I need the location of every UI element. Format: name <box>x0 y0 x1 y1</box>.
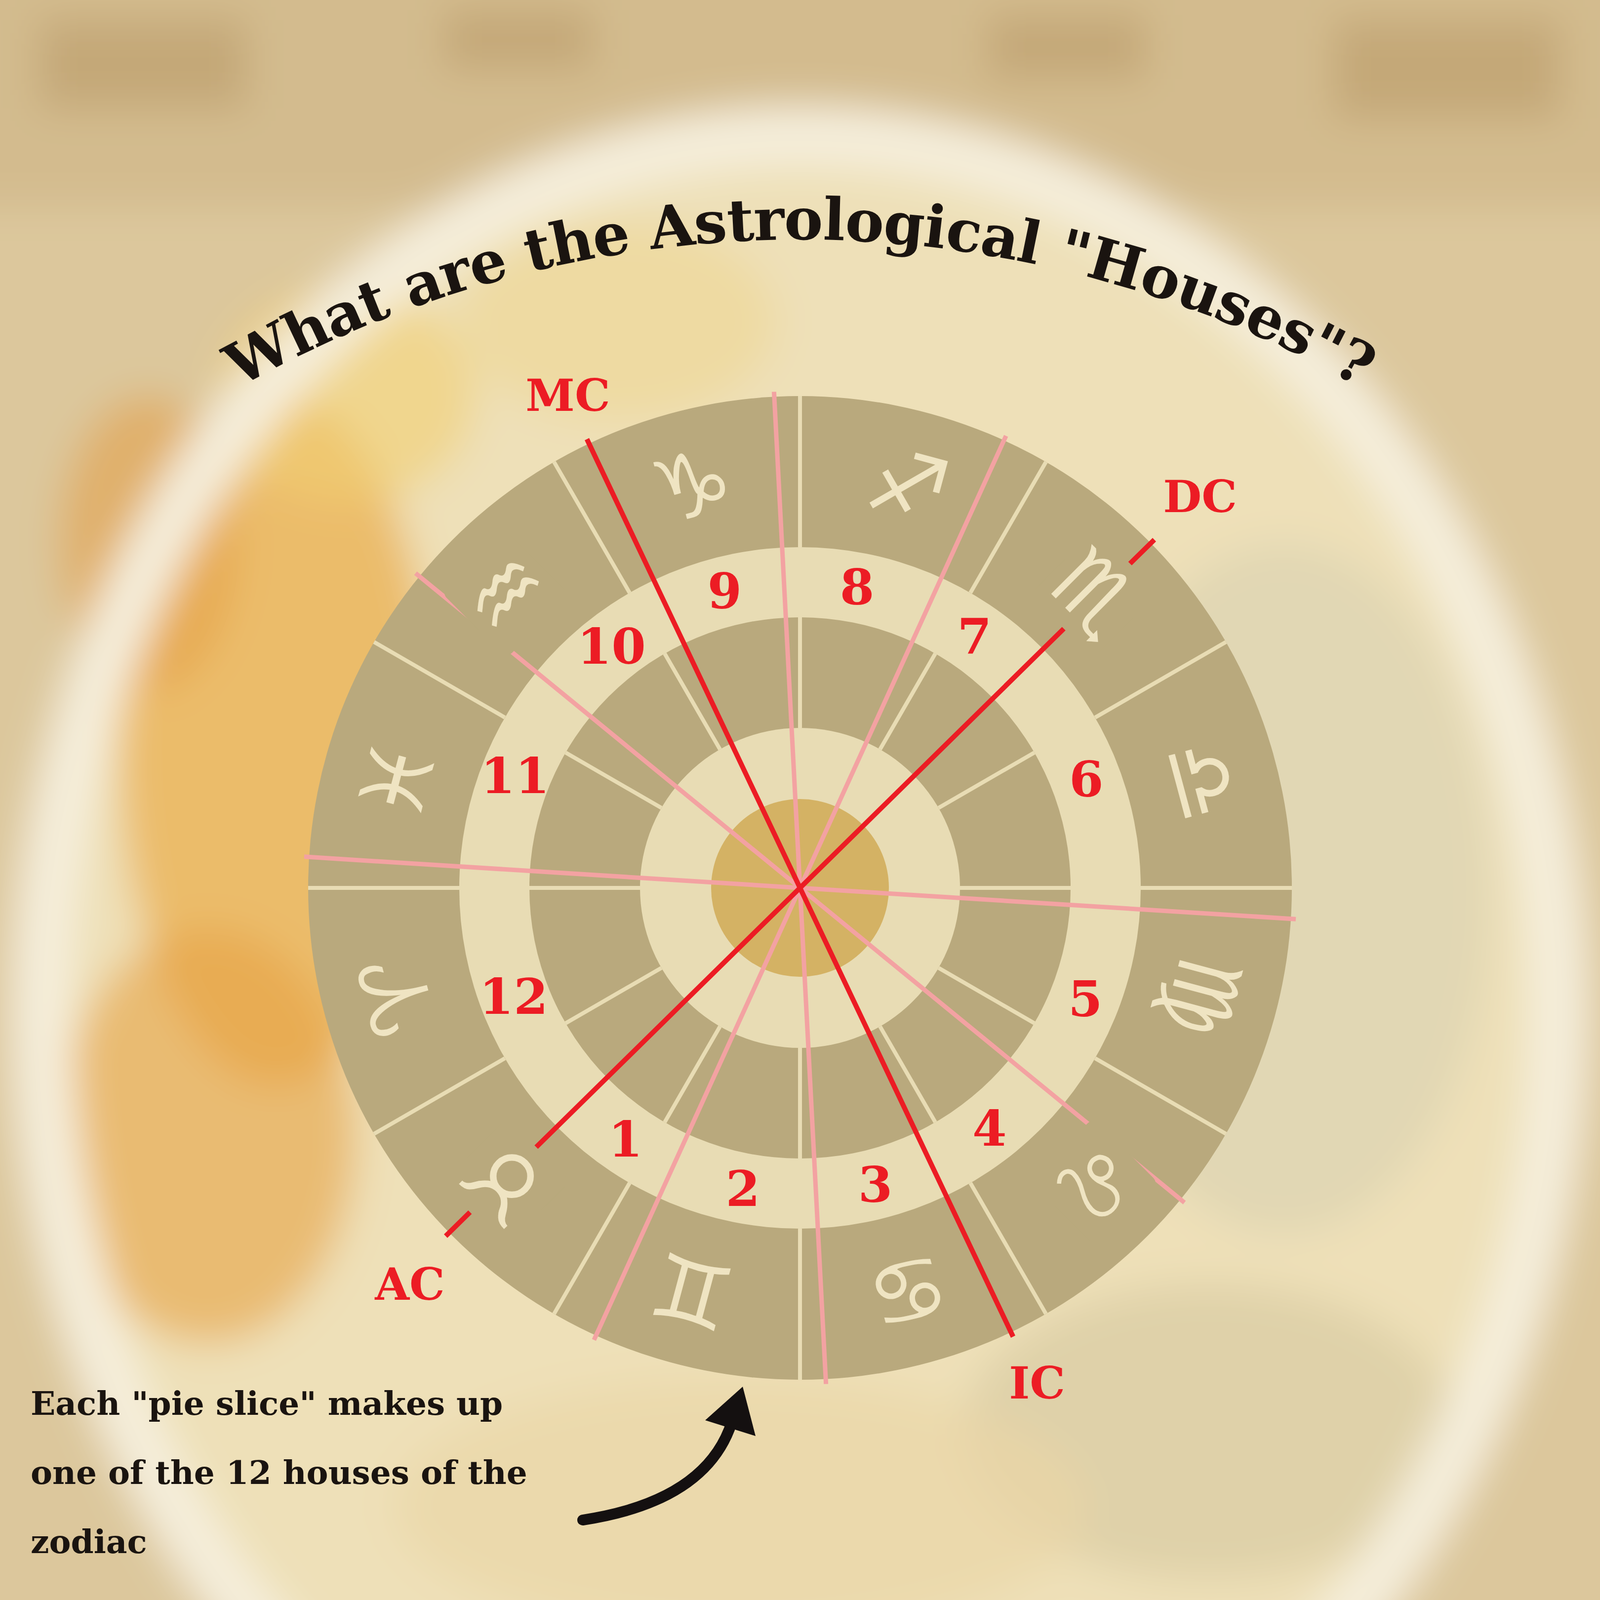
sign-divider <box>938 752 1035 808</box>
arch-band <box>41 135 1559 1600</box>
caption-text: Each "pie slice" makes up one of the 12 … <box>30 1368 569 1577</box>
house-number: 1 <box>608 1114 643 1164</box>
house-number: 6 <box>1069 754 1104 804</box>
sign-divider <box>798 1047 802 1159</box>
background-patch <box>444 9 593 70</box>
title-letter: g <box>881 193 928 255</box>
title-letter: t <box>725 191 756 251</box>
house-number: 2 <box>725 1163 761 1214</box>
wheel-ring <box>308 396 1292 1380</box>
house-number: 3 <box>858 1160 893 1210</box>
sign-divider <box>373 1058 505 1134</box>
angle-label: MC <box>525 372 610 418</box>
sign-divider <box>1140 885 1292 890</box>
house-number: 4 <box>972 1103 1007 1154</box>
sign-divider <box>554 461 630 593</box>
sign-divider <box>970 1183 1046 1315</box>
sign-divider <box>1095 641 1227 718</box>
angle-label: DC <box>1162 474 1238 519</box>
title-letter: r <box>752 190 785 250</box>
title-letter: o <box>843 191 886 252</box>
sign-divider <box>565 967 662 1024</box>
caption-arrow <box>582 1422 732 1520</box>
sign-divider <box>529 885 640 890</box>
title-letter: o <box>784 190 824 249</box>
house-number: 12 <box>479 971 549 1022</box>
angle-label: IC <box>1008 1360 1066 1405</box>
title-text: What are the Astrological "Houses"? <box>0 0 1600 544</box>
house-number: 7 <box>957 611 993 662</box>
sign-divider <box>880 653 936 750</box>
house-number: 11 <box>480 751 550 801</box>
house-number: 10 <box>577 621 646 672</box>
caption-arrowhead <box>705 1386 756 1437</box>
sign-divider <box>554 1183 630 1315</box>
title-letter: l <box>822 190 846 249</box>
sign-divider <box>960 885 1071 890</box>
house-number: 5 <box>1068 974 1103 1024</box>
sign-divider <box>373 641 505 718</box>
sign-divider <box>798 617 802 728</box>
sign-divider <box>798 1228 802 1380</box>
title-letter: s <box>691 192 729 254</box>
sign-divider <box>664 1026 720 1123</box>
angle-axis-line <box>586 439 1013 1337</box>
sign-divider <box>798 396 802 548</box>
title-letter: A <box>645 195 698 258</box>
background-patch <box>1333 19 1561 119</box>
angle-label: AC <box>374 1261 445 1307</box>
sign-divider <box>970 461 1046 593</box>
background-patch <box>39 19 247 109</box>
background-patch <box>987 14 1146 80</box>
sign-divider <box>1095 1058 1227 1134</box>
sign-divider <box>308 885 460 890</box>
house-number: 8 <box>840 562 875 612</box>
house-number: 9 <box>707 566 743 616</box>
